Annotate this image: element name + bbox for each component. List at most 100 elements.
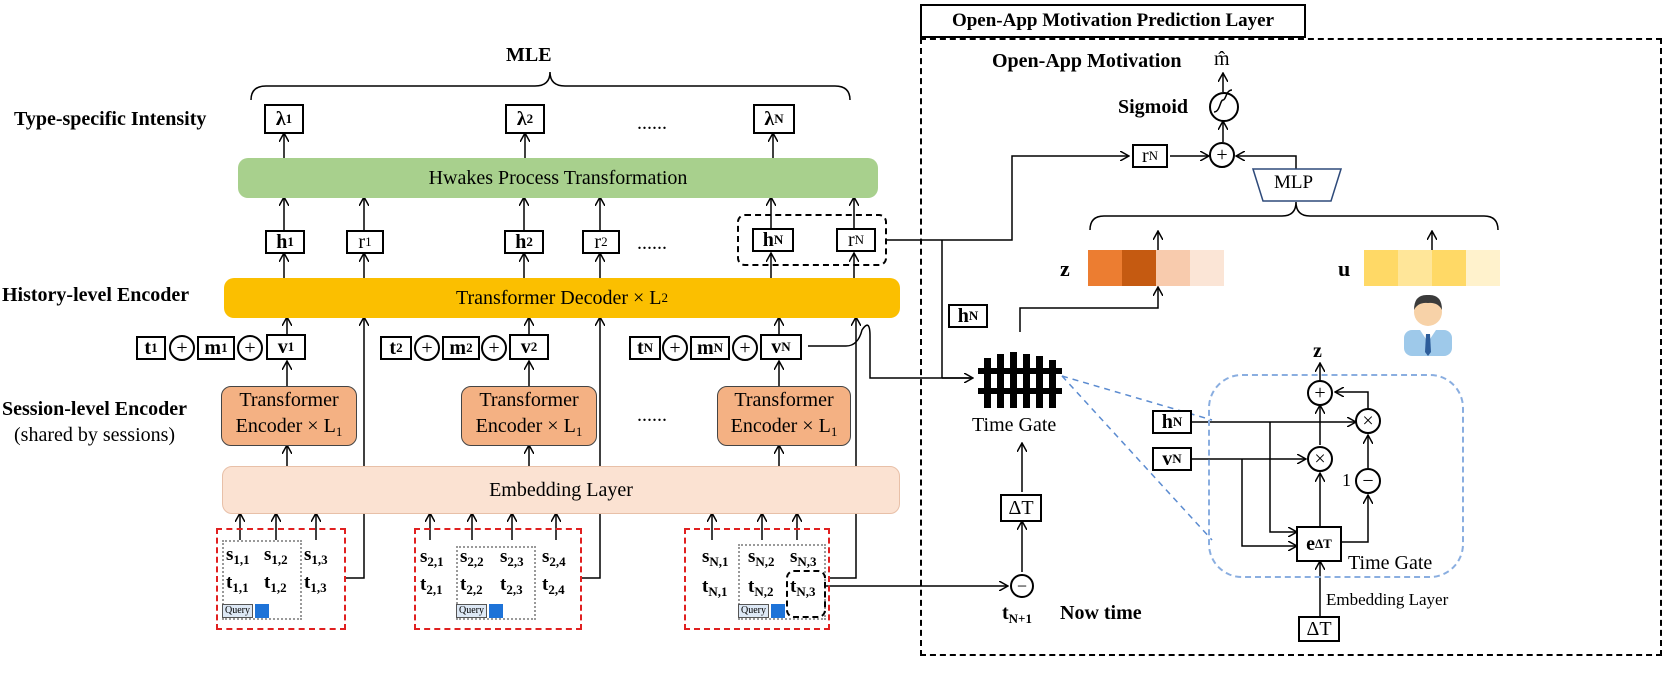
one-minus-node: −: [1355, 468, 1381, 494]
session-1-query: Query: [222, 604, 269, 618]
u-cell-1: [1364, 250, 1398, 286]
session-1-t-3: t1,3: [304, 572, 327, 595]
time-gate-z-output: z: [1313, 340, 1322, 362]
session-1-s-3: s1,3: [304, 544, 328, 567]
time-gate-detail: [1208, 374, 1464, 578]
sigmoid-node: [1209, 92, 1239, 122]
search-icon: [771, 604, 785, 618]
embedding-layer-detail-label: Embedding Layer: [1326, 590, 1449, 609]
detail-times-h-node: ×: [1355, 408, 1381, 434]
session-1-box: [216, 528, 346, 630]
user-avatar-icon: [1404, 294, 1452, 356]
u-cell-4: [1466, 250, 1500, 286]
detail-plus-node: +: [1307, 380, 1333, 406]
z-cell-1: [1088, 250, 1122, 286]
delta-t-detail-box: ΔT: [1298, 616, 1340, 642]
session-1-query-group: [222, 540, 302, 620]
session-2-query-group: [456, 546, 536, 620]
encoder-dots: ......: [637, 404, 667, 426]
z-embedding-strip: [1088, 250, 1224, 286]
detail-times-v-node: ×: [1307, 446, 1333, 472]
plus-t1-m1: +: [169, 335, 195, 361]
u-cell-3: [1432, 250, 1466, 286]
plus-m1-v1: +: [237, 335, 263, 361]
session-n-s-2: sN,2: [748, 546, 775, 569]
session-1-s-1: s1,1: [226, 544, 250, 567]
output-plus-node: +: [1209, 142, 1235, 168]
hn-rn-group: [737, 214, 887, 266]
time-gate-label: Time Gate: [972, 414, 1057, 436]
session-encoder-label: Session-level Encoder: [2, 398, 187, 420]
session-2-s-3: s2,3: [500, 546, 524, 569]
z-cell-2: [1122, 250, 1156, 286]
plus-tn-mn: +: [662, 335, 688, 361]
plus-t2-m2: +: [414, 335, 440, 361]
open-app-motivation-label: Open-App Motivation: [992, 50, 1182, 72]
session-n-t-3: tN,3: [790, 576, 816, 599]
session-2-query: Query: [456, 604, 503, 618]
session-n-t-2: tN,2: [748, 576, 774, 599]
embedding-layer-block: Embedding Layer: [222, 466, 900, 514]
session-2-t-2: t2,2: [460, 574, 483, 597]
session-1-s-2: s1,2: [264, 544, 288, 567]
session-n-s-3: sN,3: [790, 546, 817, 569]
session-n-t-1: tN,1: [702, 576, 728, 599]
session-1-t-2: t1,2: [264, 572, 287, 595]
session-2-s-2: s2,2: [460, 546, 484, 569]
mle-label: MLE: [506, 44, 552, 66]
u-embedding-strip: [1364, 250, 1500, 286]
session-2-s-1: s2,1: [420, 546, 444, 569]
plus-m2-v2: +: [481, 335, 507, 361]
u-strip-label: u: [1338, 256, 1351, 281]
z-cell-3: [1156, 250, 1190, 286]
now-time-label: Now time: [1060, 602, 1142, 624]
session-n-s-1: sN,1: [702, 546, 729, 569]
u-cell-2: [1398, 250, 1432, 286]
session-1-t-1: t1,1: [226, 572, 249, 595]
time-gate-detail-label: Time Gate: [1348, 552, 1433, 574]
search-icon: [489, 604, 503, 618]
now-minus-node: −: [1010, 574, 1034, 598]
session-n-query: Query: [738, 604, 785, 618]
t-n3-highlight: [786, 570, 826, 618]
search-icon: [255, 604, 269, 618]
prediction-panel: [920, 38, 1662, 656]
session-2-t-4: t2,4: [542, 574, 565, 597]
hr-dots: ......: [637, 232, 667, 254]
session-n-box: [684, 528, 830, 630]
m-hat-output: m̂: [1214, 48, 1230, 70]
delta-t-box: ΔT: [1000, 494, 1042, 522]
sigmoid-label: Sigmoid: [1118, 96, 1189, 118]
session-2-t-3: t2,3: [500, 574, 523, 597]
mlp-block: MLP: [1251, 168, 1343, 202]
z-strip-label: z: [1060, 256, 1070, 281]
panel-title: Open-App Motivation Prediction Layer: [920, 4, 1306, 38]
lambda-dots: ......: [637, 112, 667, 134]
